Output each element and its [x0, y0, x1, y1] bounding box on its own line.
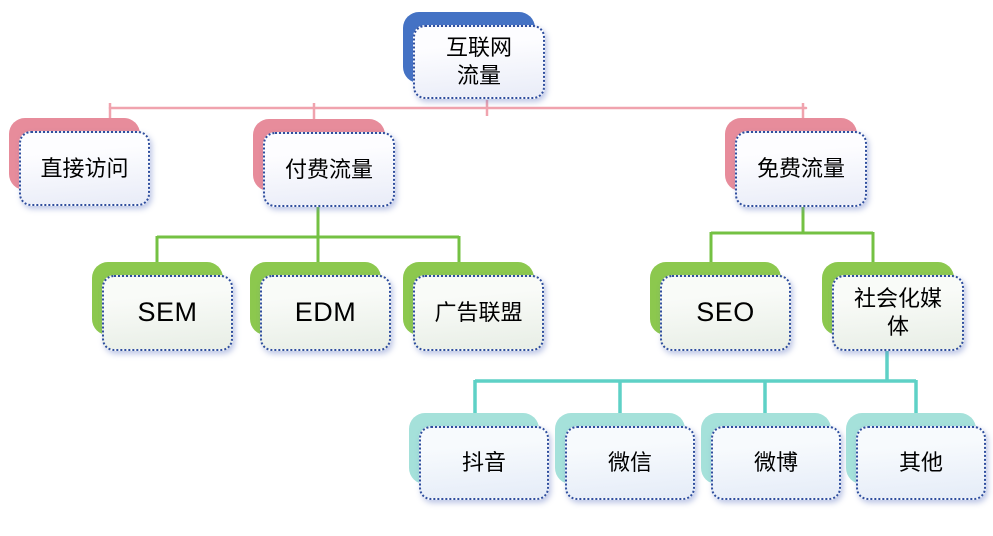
node-other[interactable]: 其他 [846, 413, 986, 500]
node-social-media[interactable]: 社会化媒 体 [822, 262, 964, 351]
node-douyin[interactable]: 抖音 [409, 413, 549, 500]
node-sem[interactable]: SEM [92, 262, 233, 351]
node-douyin-card: 抖音 [419, 426, 549, 500]
node-edm-label: EDM [294, 297, 357, 328]
node-free-traffic-card: 免费流量 [735, 131, 867, 207]
node-sem-label: SEM [137, 297, 198, 328]
node-seo[interactable]: SEO [650, 262, 791, 351]
node-other-card: 其他 [856, 426, 986, 500]
node-paid-traffic-label: 付费流量 [284, 156, 373, 182]
node-root-label-line2: 流量 [456, 62, 501, 88]
node-root[interactable]: 互联网 流量 [403, 12, 545, 99]
node-ad-alliance[interactable]: 广告联盟 [403, 262, 544, 351]
node-ad-alliance-label: 广告联盟 [434, 300, 523, 326]
node-seo-card: SEO [660, 275, 791, 351]
node-douyin-label: 抖音 [461, 450, 506, 476]
node-social-media-label-line2: 体 [886, 313, 909, 339]
node-weibo-card: 微博 [711, 426, 841, 500]
node-seo-label: SEO [696, 297, 755, 328]
node-edm[interactable]: EDM [250, 262, 391, 351]
node-direct-access-card: 直接访问 [19, 131, 150, 206]
node-root-label-line1: 互联网 [445, 35, 512, 61]
node-weibo-label: 微博 [753, 450, 798, 476]
node-direct-access-label: 直接访问 [40, 155, 129, 181]
node-free-traffic[interactable]: 免费流量 [725, 118, 867, 207]
node-other-label: 其他 [898, 450, 943, 476]
node-paid-traffic[interactable]: 付费流量 [253, 119, 395, 207]
node-social-media-label-line1: 社会化媒 [853, 286, 942, 312]
node-free-traffic-label: 免费流量 [756, 156, 845, 182]
node-wechat-card: 微信 [565, 426, 695, 500]
node-root-card: 互联网 流量 [413, 25, 545, 99]
node-wechat-label: 微信 [607, 450, 652, 476]
node-edm-card: EDM [260, 275, 391, 351]
node-paid-traffic-card: 付费流量 [263, 132, 395, 207]
node-sem-card: SEM [102, 275, 233, 351]
node-weibo[interactable]: 微博 [701, 413, 841, 500]
node-wechat[interactable]: 微信 [555, 413, 695, 500]
node-ad-alliance-card: 广告联盟 [413, 275, 544, 351]
node-social-media-card: 社会化媒 体 [832, 275, 964, 351]
node-direct-access[interactable]: 直接访问 [9, 118, 150, 206]
